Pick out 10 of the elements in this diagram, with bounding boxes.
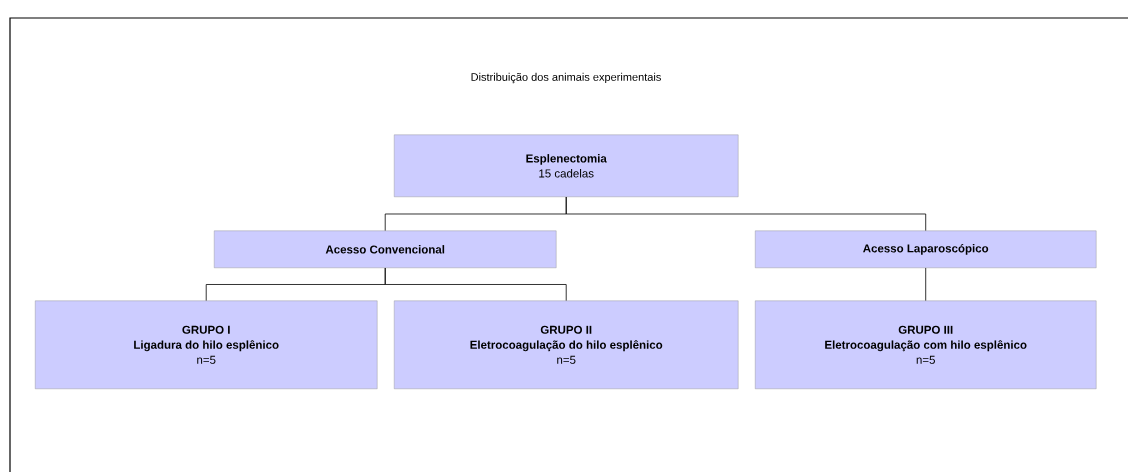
box: Acesso Laparoscópico: [755, 230, 1097, 268]
box: Esplenectomia 15 cadelas: [394, 134, 739, 197]
connector: [384, 267, 567, 301]
box: GRUPO I Ligadura do hilo esplênico n=5: [35, 300, 378, 389]
connector: [925, 267, 927, 301]
title: Distribuição dos animais experimentais: [471, 72, 661, 84]
box: GRUPO II Eletrocoagulação do hilo esplênico n=5: [394, 300, 739, 389]
box: GRUPO III Eletrocoagulação com hilo esplênico n=5: [755, 300, 1097, 389]
connector: [565, 196, 927, 231]
box: Acesso Convencional: [214, 230, 557, 268]
